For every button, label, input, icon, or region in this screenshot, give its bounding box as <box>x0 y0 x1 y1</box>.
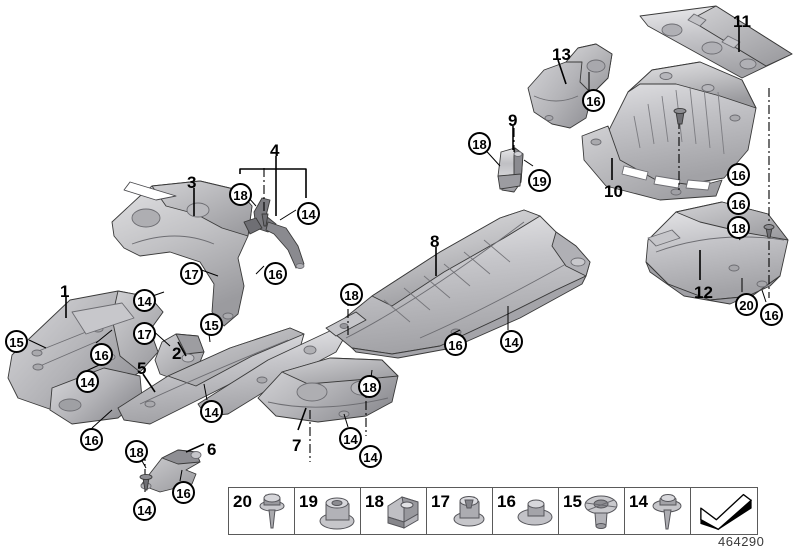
part-number-1[interactable]: 1 <box>60 282 70 301</box>
legend-cell-16[interactable]: 16 <box>493 488 559 534</box>
callout-bubble-16[interactable]: 16 <box>264 262 287 285</box>
direction-arrow-icon <box>700 493 752 531</box>
fastener-legend: 20 19 18 <box>228 487 758 535</box>
part-number-6[interactable]: 6 <box>207 440 217 459</box>
part-number-10[interactable]: 10 <box>604 182 623 201</box>
callout-bubble-14[interactable]: 14 <box>297 202 320 225</box>
callout-bubble-17[interactable]: 17 <box>133 322 156 345</box>
screw-with-flange-icon <box>259 493 285 529</box>
callout-bubble-17[interactable]: 17 <box>180 262 203 285</box>
legend-cell-14[interactable]: 14 <box>625 488 691 534</box>
part-13-shape <box>527 43 613 129</box>
callout-bubble-15[interactable]: 15 <box>5 330 28 353</box>
callout-bubble-18[interactable]: 18 <box>125 440 148 463</box>
part-9-shape <box>497 147 524 193</box>
part-number-2[interactable]: 2 <box>172 344 182 363</box>
part-8-shape <box>325 209 591 359</box>
legend-cell-direction <box>691 488 757 534</box>
legend-number-14: 14 <box>629 492 648 511</box>
part-number-12[interactable]: 12 <box>694 283 713 302</box>
part-number-9[interactable]: 9 <box>508 111 518 130</box>
inline-fastener-glyphs <box>139 107 775 491</box>
legend-number-20: 20 <box>233 492 252 511</box>
callout-bubble-16[interactable]: 16 <box>90 343 113 366</box>
callout-bubble-18[interactable]: 18 <box>340 283 363 306</box>
legend-number-15: 15 <box>563 492 582 511</box>
callout-bubble-16[interactable]: 16 <box>760 303 783 326</box>
callout-bubble-18[interactable]: 18 <box>468 132 491 155</box>
callout-bubble-14[interactable]: 14 <box>200 400 223 423</box>
legend-number-19: 19 <box>299 492 318 511</box>
callout-bubble-16[interactable]: 16 <box>582 89 605 112</box>
legend-number-16: 16 <box>497 492 516 511</box>
legend-cell-15[interactable]: 15 <box>559 488 625 534</box>
callout-bubble-19[interactable]: 19 <box>528 169 551 192</box>
part-number-4[interactable]: 4 <box>270 141 280 160</box>
callout-bubble-16[interactable]: 16 <box>444 333 467 356</box>
callout-bubble-16[interactable]: 16 <box>727 163 750 186</box>
callout-bubble-14[interactable]: 14 <box>133 289 156 312</box>
hex-flange-nut-icon <box>453 496 485 527</box>
callout-bubble-18[interactable]: 18 <box>358 375 381 398</box>
part-12-shape <box>645 201 789 305</box>
part-number-8[interactable]: 8 <box>430 232 440 251</box>
callout-bubble-18[interactable]: 18 <box>229 183 252 206</box>
rotary-expansion-rivet-icon <box>584 495 618 529</box>
callout-bubble-14[interactable]: 14 <box>76 370 99 393</box>
part-10-shape <box>581 61 757 201</box>
part-4-shape <box>243 197 305 269</box>
legend-number-17: 17 <box>431 492 450 511</box>
legend-cell-18[interactable]: 18 <box>361 488 427 534</box>
diagram-id-number: 464290 <box>718 534 765 549</box>
part-7-shape <box>257 357 399 423</box>
callout-bubble-14[interactable]: 14 <box>359 445 382 468</box>
callout-bubble-14[interactable]: 14 <box>339 427 362 450</box>
callout-bubble-14[interactable]: 14 <box>133 498 156 521</box>
part-number-11[interactable]: 11 <box>733 12 751 31</box>
part-number-7[interactable]: 7 <box>292 436 302 455</box>
hex-nut-washer-icon <box>517 499 553 526</box>
callout-bubble-16[interactable]: 16 <box>727 192 750 215</box>
part-number-13[interactable]: 13 <box>552 45 571 64</box>
callout-bubble-16[interactable]: 16 <box>172 481 195 504</box>
part-number-3[interactable]: 3 <box>187 173 197 192</box>
legend-cell-20[interactable]: 20 <box>229 488 295 534</box>
callout-bubble-18[interactable]: 18 <box>727 216 750 239</box>
part-4-bracket-leader <box>239 168 307 198</box>
part-11-shape <box>639 5 793 79</box>
callout-bubble-16[interactable]: 16 <box>80 428 103 451</box>
hex-nut-with-washer-icon <box>319 497 355 530</box>
part-5-shape <box>117 327 305 425</box>
part-3-shape <box>111 180 253 327</box>
callout-bubble-20[interactable]: 20 <box>735 293 758 316</box>
push-pin-clip-icon <box>652 494 682 530</box>
legend-cell-19[interactable]: 19 <box>295 488 361 534</box>
part-number-5[interactable]: 5 <box>137 359 147 378</box>
callout-bubble-15[interactable]: 15 <box>200 313 223 336</box>
callout-bubble-14[interactable]: 14 <box>500 330 523 353</box>
spring-clip-nut-icon <box>387 496 419 529</box>
legend-number-18: 18 <box>365 492 384 511</box>
legend-cell-17[interactable]: 17 <box>427 488 493 534</box>
